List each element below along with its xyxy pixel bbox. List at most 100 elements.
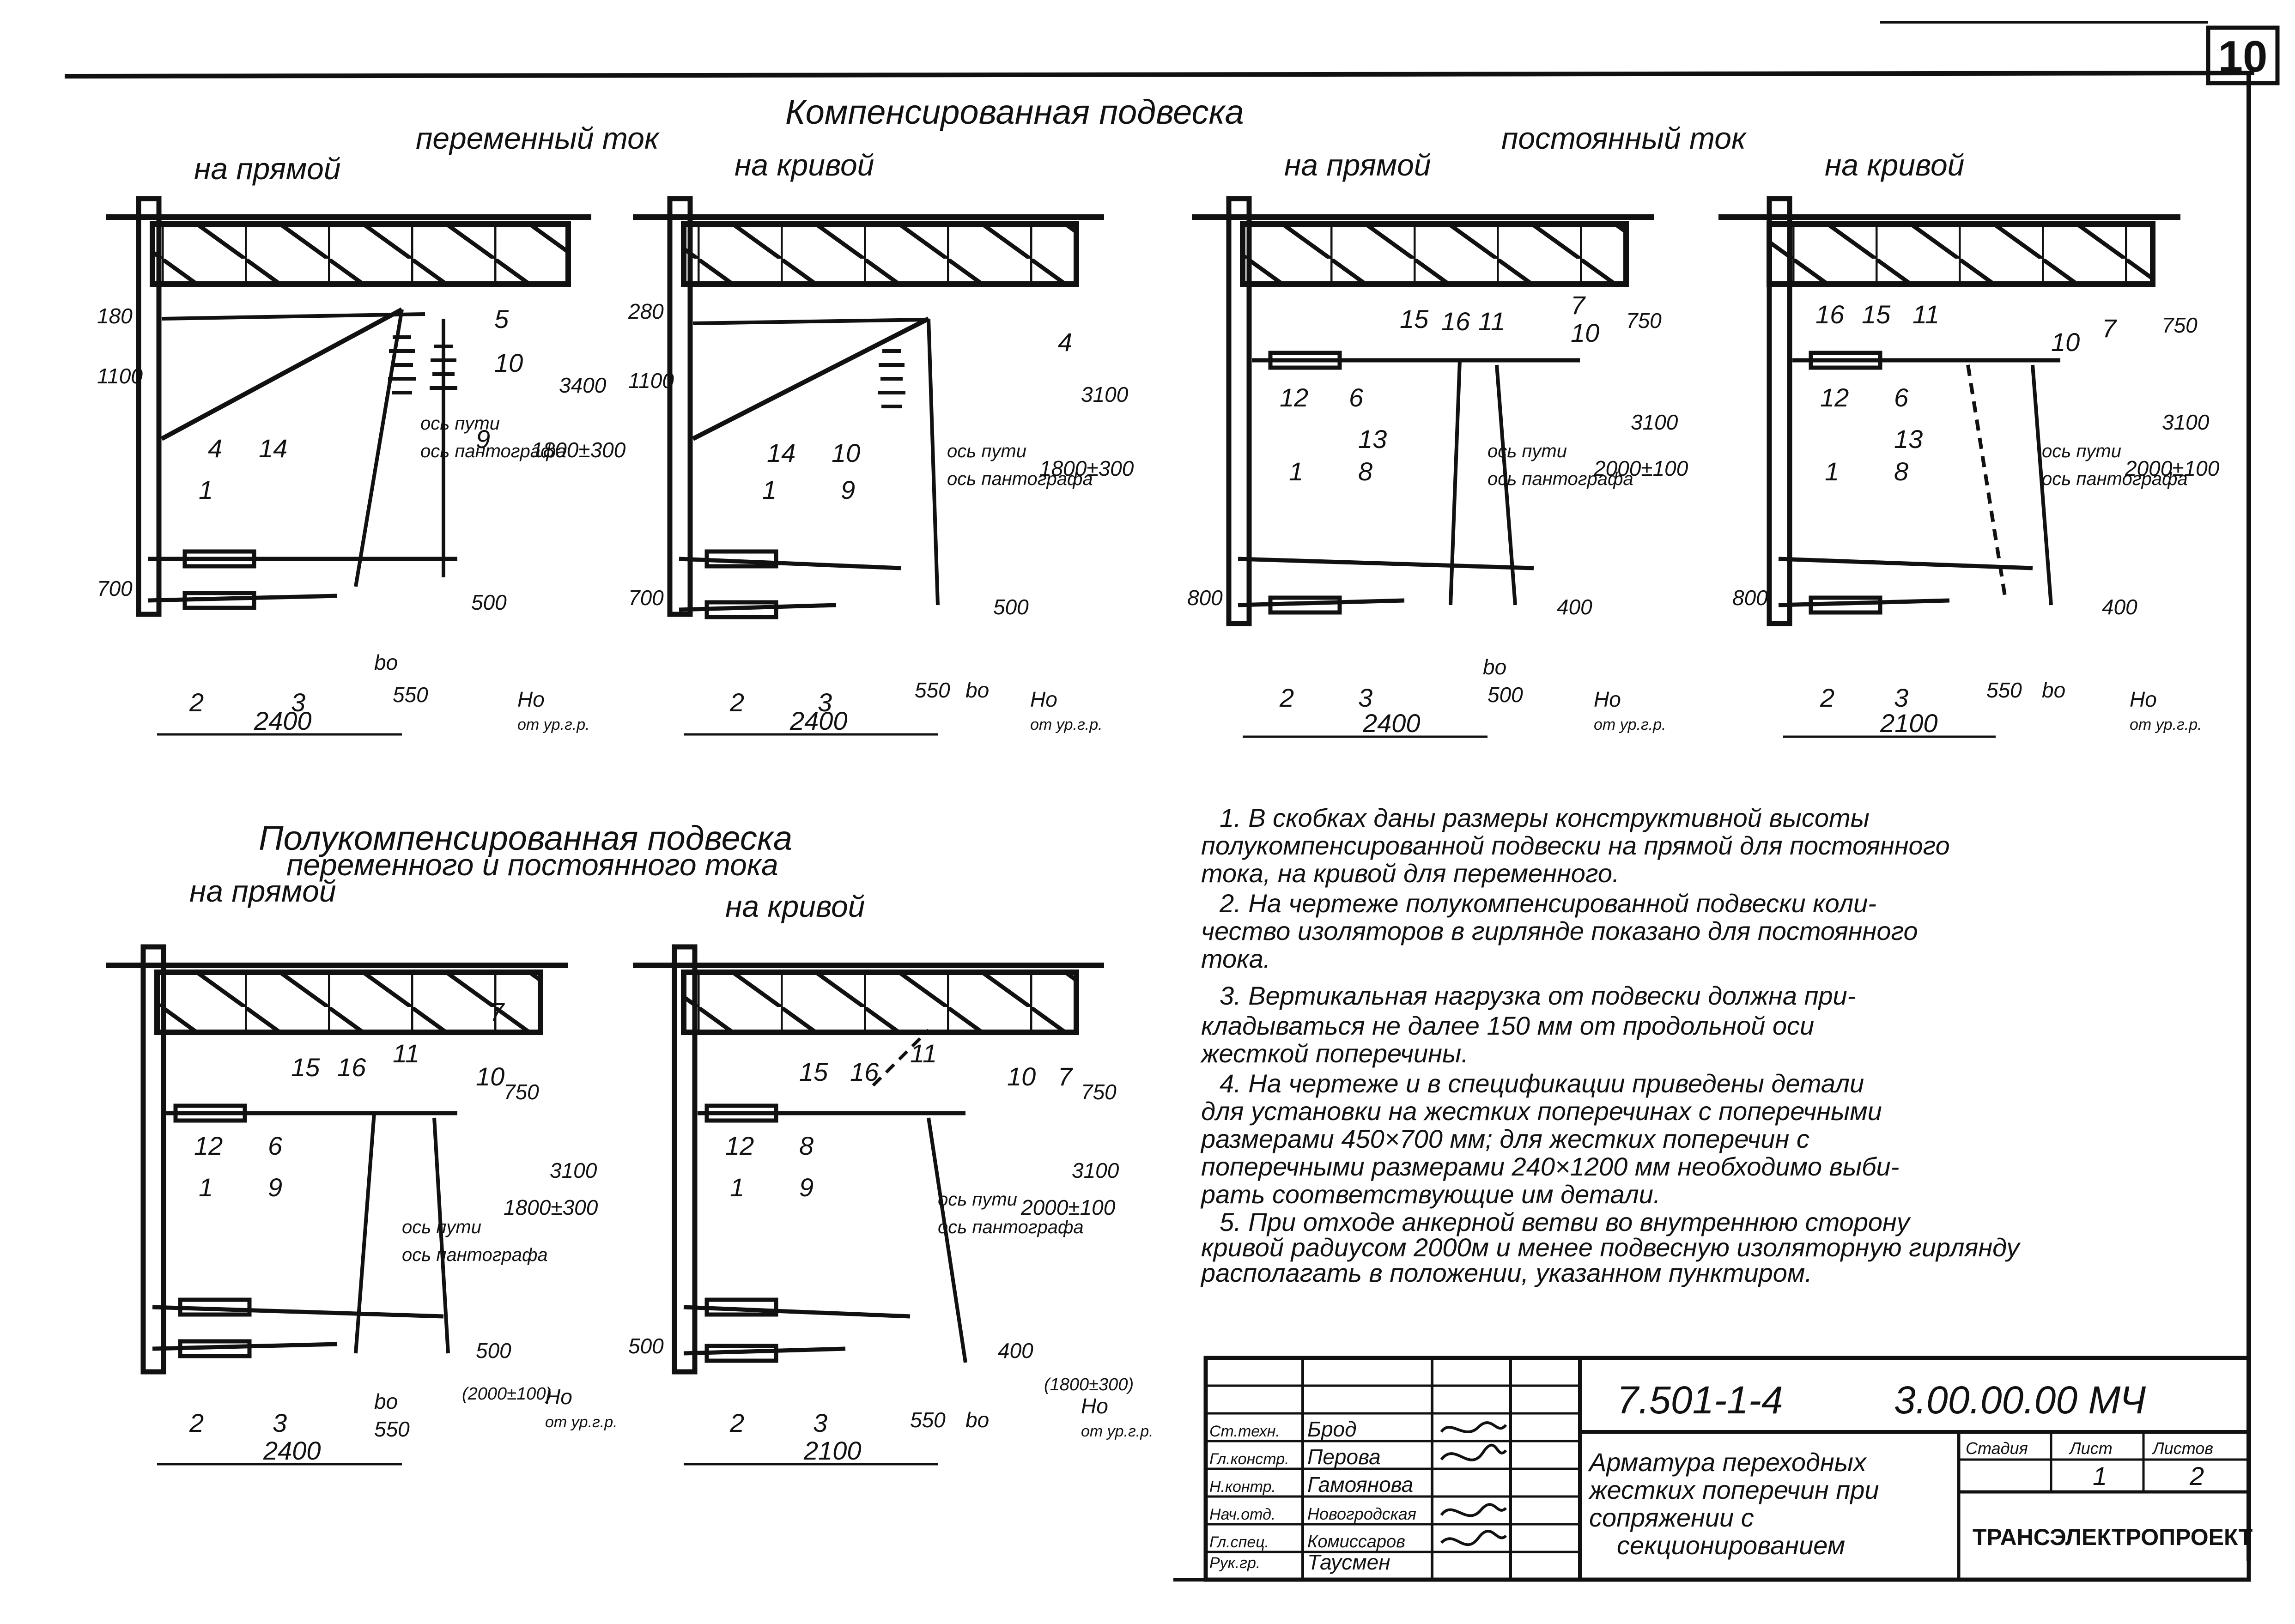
fixing-arm-2 — [152, 1342, 338, 1351]
role: Рук.гр. — [1209, 1554, 1260, 1572]
label-10: 10 — [1571, 318, 1599, 347]
arm-insulator-2 — [704, 600, 778, 619]
truss-girder — [154, 970, 543, 1035]
role: Н.контр. — [1209, 1478, 1276, 1496]
label-10: 10 — [1007, 1062, 1036, 1091]
fixing-arm-2 — [1238, 598, 1405, 607]
signature — [1440, 1421, 1507, 1433]
title-line: сопряжении с — [1589, 1503, 1754, 1532]
dim-3100: 3100 — [2162, 410, 2210, 434]
arm-insulator-2 — [178, 1339, 252, 1358]
support-pole — [1767, 196, 1792, 626]
axis-pantograph: ось пантографа — [1488, 469, 1633, 489]
label-11: 11 — [1478, 307, 1505, 336]
label-1: 1 — [730, 1173, 744, 1202]
dim-3100: 3100 — [1081, 382, 1129, 406]
note-line: рать соответствующие им детали. — [1200, 1180, 1660, 1209]
fixing-arm — [1778, 557, 2033, 570]
note-line: поперечными размерами 240×1200 мм необхо… — [1201, 1152, 1899, 1181]
dim-800: 800 — [1732, 586, 1768, 610]
top-border-line — [64, 71, 2255, 79]
arm-insulator — [704, 549, 778, 569]
dim-rail-level: от ур.г.р. — [517, 716, 590, 733]
label-3: 3 — [1358, 683, 1372, 712]
dim-ho: Но — [1081, 1394, 1108, 1418]
fixing-arm-2 — [147, 594, 338, 603]
label-p2-curve: на кривой — [735, 148, 874, 182]
name: Гамоянова — [1307, 1473, 1413, 1497]
label-1: 1 — [762, 475, 777, 504]
dim-180: 180 — [97, 304, 133, 328]
hanger — [1449, 360, 1462, 606]
label-1: 1 — [1289, 457, 1303, 486]
organization: ТРАНСЭЛЕКТРОПРОЕКТ — [1973, 1524, 2252, 1550]
label-3: 3 — [813, 1408, 827, 1437]
axis-pantograph: ось пантографа — [420, 441, 566, 461]
dim-rail-level: от ур.г.р. — [1030, 716, 1103, 733]
dim-1800: 1800±300 — [1039, 456, 1134, 480]
fixing-arm — [679, 557, 901, 570]
name: Брод — [1307, 1417, 1357, 1441]
label-2: 2 — [189, 688, 204, 717]
label-8: 8 — [799, 1131, 814, 1160]
label-2: 2 — [729, 1408, 744, 1437]
dim-400: 400 — [998, 1339, 1033, 1363]
signature — [1440, 1503, 1507, 1517]
doc-number: 7.501-1-4 — [1617, 1378, 1783, 1422]
label-4: 4 — [1058, 327, 1072, 357]
dim-550: 550 — [374, 1417, 410, 1441]
title-line: секционированием — [1617, 1531, 1845, 1560]
label-2: 2 — [729, 688, 744, 717]
dim-3100: 3100 — [1631, 410, 1678, 434]
stage-label: Стадия — [1966, 1439, 2028, 1458]
label-3: 3 — [1894, 683, 1908, 712]
dim-2400: 2400 — [1362, 709, 1421, 738]
truss-girder — [681, 221, 1079, 287]
dim-rail-level: от ур.г.р. — [1594, 716, 1666, 733]
label-p5-straight: на прямой — [189, 874, 336, 908]
hanger — [354, 1113, 376, 1354]
dim-rail-level: от ур.г.р. — [1081, 1423, 1154, 1440]
insulator-string — [388, 335, 416, 394]
note-line: располагать в положении, указанном пункт… — [1200, 1258, 1812, 1287]
note-line: жесткой поперечины. — [1200, 1039, 1469, 1068]
dim-2400: 2400 — [263, 1436, 321, 1465]
header-ac: переменный ток — [416, 121, 660, 155]
panel-dc-curve: 16 15 11 7 10 12 6 13 8 1 2 3 750 800 21… — [1718, 196, 2220, 738]
label-12: 12 — [1280, 383, 1308, 412]
dim-500: 500 — [628, 1334, 664, 1358]
label-8: 8 — [1358, 457, 1372, 486]
support-pole — [672, 944, 698, 1375]
sheet-number: 10 — [2218, 32, 2268, 81]
fixing-arm — [683, 1305, 911, 1319]
label-11: 11 — [1912, 300, 1939, 329]
dim-3400: 3400 — [559, 373, 607, 397]
insulator-string — [878, 349, 905, 408]
label-15: 15 — [291, 1053, 320, 1082]
hanger-2 — [432, 1117, 450, 1354]
bracket-tie — [161, 312, 425, 321]
header-dc: постоянный ток — [1501, 121, 1747, 155]
note-line: тока. — [1201, 944, 1270, 973]
label-13: 13 — [1894, 424, 1923, 454]
hanger-2 — [927, 1117, 967, 1363]
name: Комиссаров — [1307, 1532, 1405, 1551]
notes-block: 1. В скобках даны размеры конструктивной… — [1200, 803, 2021, 1287]
support-insulator — [1809, 351, 1882, 370]
dim-500: 500 — [993, 595, 1029, 619]
label-10: 10 — [832, 438, 860, 467]
label-p1-straight: на прямой — [194, 151, 341, 186]
axis-track: ось пути — [2042, 441, 2121, 461]
label-1: 1 — [1825, 457, 1839, 486]
label-3: 3 — [273, 1408, 287, 1437]
dim-2000: 2000±100 — [2125, 456, 2220, 480]
dim-ho: Но — [517, 687, 545, 711]
label-15: 15 — [799, 1057, 828, 1086]
label-6: 6 — [1894, 383, 1909, 412]
hanger-2 — [2031, 364, 2053, 606]
header-semicompensated: Полукомпенсированная подвеска — [259, 819, 792, 857]
dim-2100: 2100 — [1880, 709, 1938, 738]
support-pole — [136, 196, 162, 617]
dim-2400: 2400 — [789, 706, 848, 735]
axis-track: ось пути — [420, 413, 500, 434]
